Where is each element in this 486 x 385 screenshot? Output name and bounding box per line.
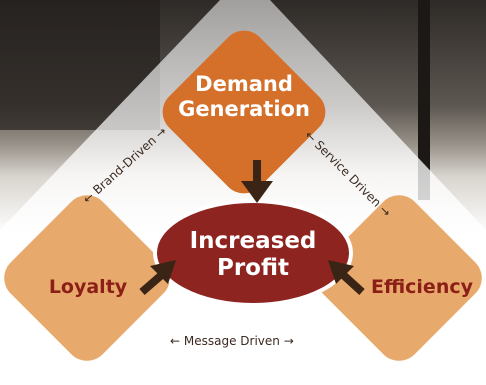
increased-profit-ellipse [153,199,353,307]
demand-generation-label: Demand Generation [174,72,314,122]
arrow-left-in [139,260,176,296]
loyalty-diamond [4,195,170,361]
increased-profit-line2: Profit [216,255,290,281]
demand-generation-line2: Generation [178,97,310,121]
efficiency-label: Efficiency [370,276,473,298]
arrow-right-in [328,260,365,295]
efficiency-diamond [316,195,482,361]
background-pole [418,0,430,200]
demand-generation-diamond [162,30,326,194]
increased-profit-label: Increased Profit [178,228,328,282]
message-driven-edge-label: ← Message Driven → [170,334,294,348]
arrow-down [241,160,273,203]
loyalty-label: Loyalty [48,276,128,298]
increased-profit-line1: Increased [189,228,317,254]
demand-generation-line1: Demand [195,72,293,96]
